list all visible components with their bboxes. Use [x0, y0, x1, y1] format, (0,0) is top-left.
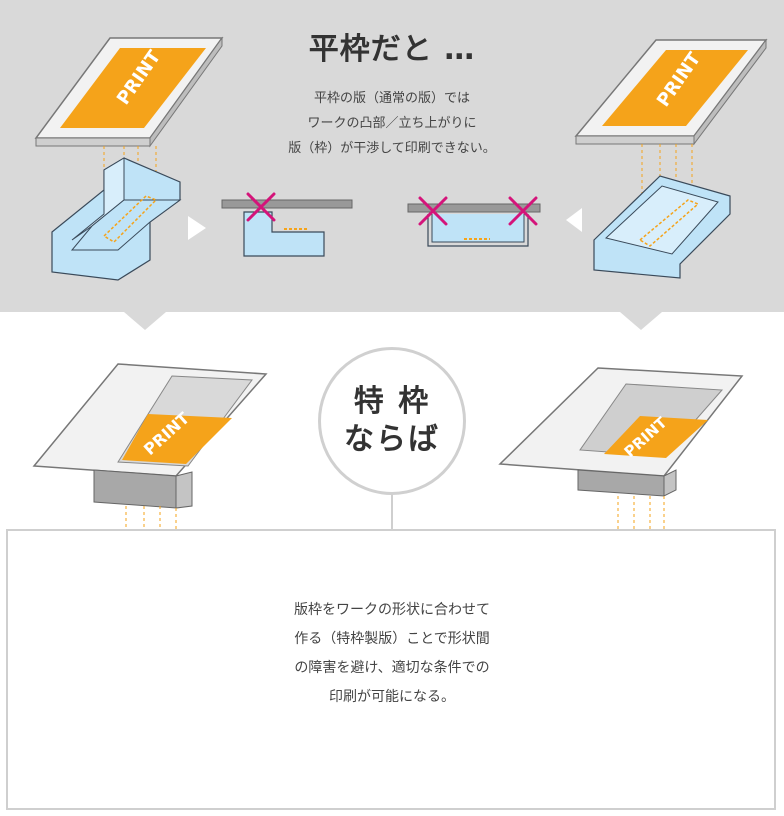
flat-frame-right: PRINT: [574, 38, 768, 146]
flat-frame-left: PRINT: [34, 36, 224, 148]
top-description-line: ワークの凸部／立ち上がりに: [307, 116, 477, 131]
cross-section-flat-step: [221, 199, 353, 257]
badge-line-1: 特 枠: [353, 384, 431, 419]
special-frame-badge: 特 枠 ならば: [318, 347, 466, 495]
cross-section-flat-tray: [407, 203, 541, 247]
top-title: 平枠だと …: [308, 32, 476, 67]
top-description-line: 平枠の版（通常の版）では: [313, 91, 470, 106]
cross-mark-icon: [418, 196, 538, 226]
bottom-description-line: 印刷が可能になる。: [329, 689, 455, 705]
arrow-left-icon: [566, 208, 582, 232]
arrow-right-icon: [188, 216, 206, 240]
top-description: 平枠の版（通常の版）では ワークの凸部／立ち上がりに 版（枠）が干渉して印刷でき…: [262, 86, 522, 161]
arrow-down-icon: [620, 312, 662, 330]
bottom-section-box: [6, 529, 776, 810]
bottom-description: 版枠をワークの形状に合わせて 作る（特枠製版）ことで形状間 の障害を避け、適切な…: [262, 596, 522, 712]
arrow-down-icon: [124, 312, 166, 330]
special-frame-right: PRINT: [498, 367, 744, 497]
top-description-line: 版（枠）が干渉して印刷できない。: [288, 141, 496, 156]
work-piece-top-left: [51, 157, 182, 281]
badge-line-2: ならば: [344, 422, 440, 457]
special-frame-left: PRINT: [32, 363, 268, 509]
cross-mark-icon: [246, 192, 276, 222]
bottom-description-line: の障害を避け、適切な条件での: [294, 660, 490, 676]
work-piece-top-right: [593, 175, 731, 279]
bottom-description-line: 版枠をワークの形状に合わせて: [294, 602, 490, 618]
bottom-description-line: 作る（特枠製版）ことで形状間: [294, 631, 490, 647]
